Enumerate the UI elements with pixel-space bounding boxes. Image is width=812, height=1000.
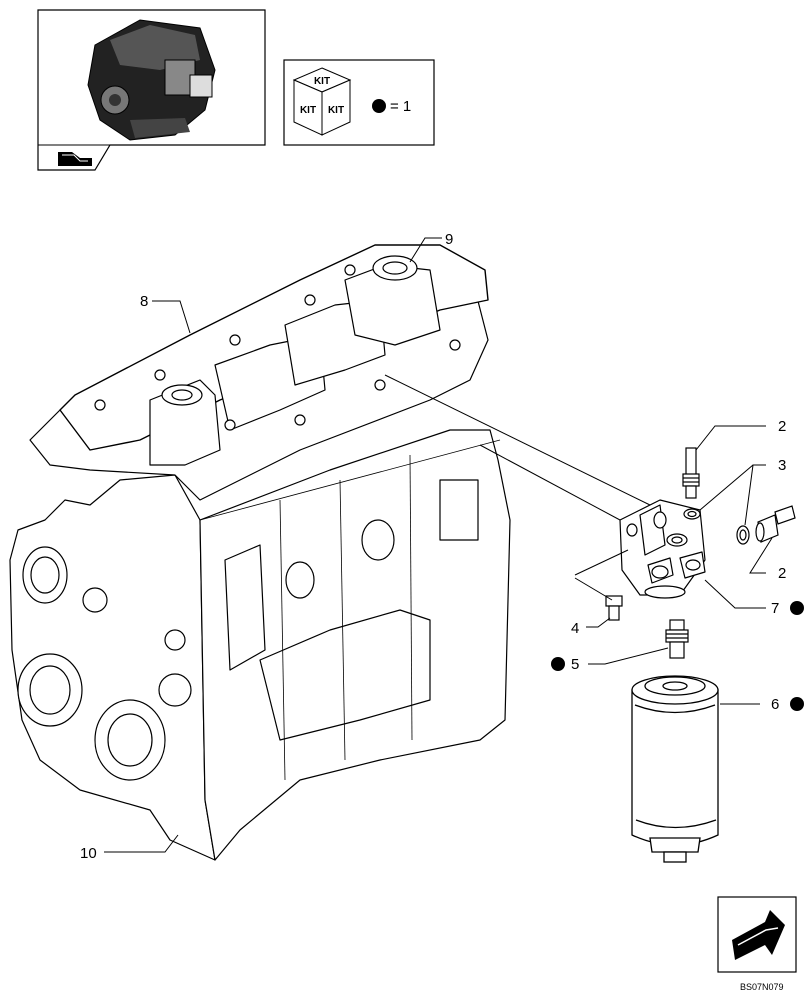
callout-10: 10: [80, 845, 97, 862]
kit-equation: = 1: [390, 98, 411, 115]
callout-2-top: 2: [778, 418, 786, 435]
nipple-item-5: [665, 619, 689, 659]
kit-cube-icon: KIT KIT KIT: [292, 67, 352, 136]
drawing-code: BS07N079: [740, 982, 784, 992]
next-page-arrow-box[interactable]: [717, 896, 797, 973]
kit-label-right: KIT: [328, 105, 344, 116]
kit-legend-box: KIT KIT KIT = 1: [283, 59, 435, 146]
kit-label-left: KIT: [300, 105, 316, 116]
engine-thumbnail-box: [37, 9, 266, 171]
bolt-item-2-top: [682, 447, 700, 499]
callout-6: 6: [771, 696, 779, 713]
fuel-filter-item-6: [631, 675, 719, 863]
callout-6-kit-dot-icon: [790, 697, 804, 711]
engine-block: [9, 244, 511, 861]
callout-8: 8: [140, 293, 148, 310]
callout-labels: 8 9 10 2 3 2 7 4 5 6: [80, 231, 804, 862]
kit-label-top: KIT: [314, 76, 330, 87]
fitting-item-2-right: [755, 505, 796, 543]
engine-thumbnail-image: [87, 19, 216, 141]
filter-head-bracket: [619, 499, 706, 599]
bolt-item-4: [605, 595, 623, 621]
callout-4: 4: [571, 620, 579, 637]
callout-7-kit-dot-icon: [790, 601, 804, 615]
engine-view-icon: [58, 152, 92, 166]
next-page-arrow-icon: [732, 910, 785, 960]
kit-dot-icon: [372, 99, 386, 113]
callout-7: 7: [771, 600, 779, 617]
callout-5-kit-dot-icon: [551, 657, 565, 671]
callout-2-right: 2: [778, 565, 786, 582]
washer-item-3: [683, 508, 750, 545]
leader-lines: [104, 237, 773, 853]
callout-3: 3: [778, 457, 786, 474]
callout-5: 5: [571, 656, 579, 673]
callout-9: 9: [445, 231, 453, 248]
